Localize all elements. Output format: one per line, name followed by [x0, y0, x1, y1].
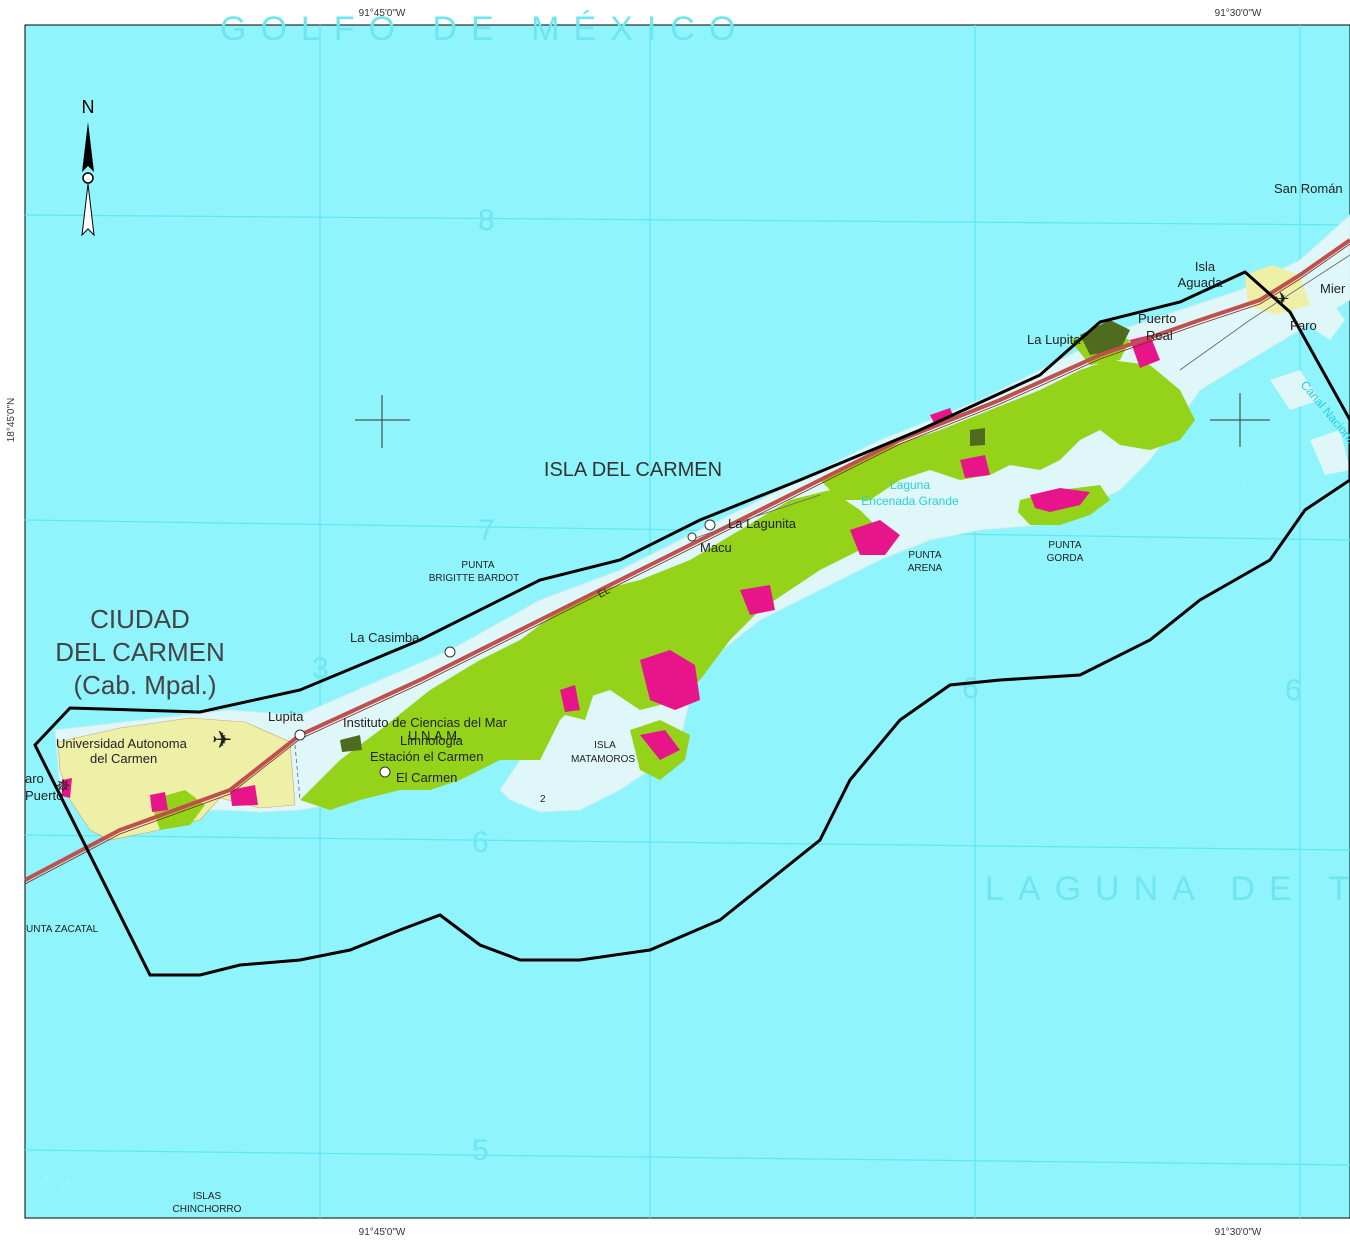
grid-number: 6 — [1285, 674, 1302, 707]
city-name-line2: DEL CARMEN — [55, 637, 225, 667]
longitude-label: 91°30'0"W — [1215, 8, 1262, 19]
laguna-terminos-label: LAGUNA DE TÉRM — [985, 870, 1350, 908]
place-unam-4: Estación el Carmen — [370, 749, 483, 764]
place-puerto-real-2: Real — [1146, 328, 1173, 343]
place-el-carmen: El Carmen — [396, 770, 457, 785]
airport-icon: ✈ — [1274, 289, 1289, 309]
place-unam-2: Instituto de Ciencias del Mar — [343, 715, 508, 730]
grid-number: 5 — [472, 1134, 489, 1167]
grid-number: 6 — [962, 672, 979, 705]
latitude-label: 18°45'0"N — [6, 398, 17, 443]
ghost-marks — [39, 484, 1246, 1191]
place-isla-matamoros-1: ISLA — [594, 740, 616, 751]
graticule-crosses — [355, 393, 1270, 448]
place-san-roman: San Román — [1274, 181, 1343, 196]
grid-number: 8 — [478, 204, 495, 237]
secondary-roads — [294, 254, 1350, 801]
grid-number: 7 — [478, 514, 495, 547]
road-label: EL — [596, 585, 612, 601]
place-punta-zacatal: UNTA ZACATAL — [26, 924, 99, 935]
study-area-boundary — [33, 270, 1350, 977]
place-la-casimba: La Casimba — [350, 630, 420, 645]
place-mier: Mier — [1320, 281, 1346, 296]
gulf-label: GOLFO DE MÉXICO — [220, 10, 749, 48]
place-puerto-real-1: Puerto — [1138, 311, 1176, 326]
highway — [24, 238, 1350, 882]
airport-icon: ✈ — [212, 727, 232, 754]
place-punta-gorda-2: GORDA — [1047, 553, 1084, 564]
place-punta-brigitte-2: BRIGITTE BARDOT — [429, 573, 520, 584]
place-punta-brigitte-1: PUNTA — [461, 560, 494, 571]
place-universidad-1: Universidad Autonoma — [56, 736, 188, 751]
vegetation — [150, 330, 1195, 830]
place-isla-matamoros-2: MATAMOROS — [571, 754, 635, 765]
place-islas-chinchorro-2: CHINCHORRO — [173, 1204, 242, 1215]
highway-edge — [24, 243, 1350, 885]
place-macu: Macu — [700, 540, 732, 555]
grid-lines — [24, 25, 1350, 1218]
place-puerto-west: Puerto — [25, 788, 63, 803]
place-universidad-2: del Carmen — [90, 751, 157, 766]
place-lupita: Lupita — [268, 709, 304, 724]
longitude-label: 91°45'0"W — [359, 8, 406, 19]
place-la-lupita-east: La Lupita — [1027, 332, 1081, 347]
laguna-encenada-line1: Laguna — [890, 478, 930, 492]
place-faro-east: Faro — [1290, 318, 1317, 333]
sandbar-east — [1270, 300, 1350, 475]
city-name-line1: CIUDAD — [90, 604, 190, 634]
place-isla-aguada-1: Isla — [1195, 259, 1216, 274]
longitude-label: 91°45'0"W — [359, 1227, 406, 1238]
north-arrow-icon — [82, 122, 94, 172]
longitude-label: 91°30'0"W — [1215, 1227, 1262, 1238]
place-isla-aguada-2: Aguada — [1178, 275, 1224, 290]
place-unam-1: U.N.A.M. — [408, 728, 461, 743]
place-faro-west: aro — [25, 771, 44, 786]
place-unam-3: Limnologia — [400, 733, 464, 748]
spot-marker: 2 — [540, 794, 546, 805]
place-la-lagunita: La Lagunita — [728, 516, 797, 531]
place-punta-gorda-1: PUNTA — [1048, 540, 1081, 551]
place-punta-arena-2: ARENA — [908, 563, 943, 574]
island-name: ISLA DEL CARMEN — [544, 459, 722, 481]
place-punta-arena-1: PUNTA — [908, 550, 941, 561]
laguna-encenada-line2: Encenada Grande — [861, 494, 959, 508]
north-arrow: N — [81, 97, 95, 237]
grid-number: 6 — [472, 826, 489, 859]
location-markers — [294, 519, 716, 778]
north-label: N — [82, 97, 95, 117]
grid-number: 3 — [312, 652, 329, 685]
magenta-land-use — [62, 335, 1160, 812]
place-islas-chinchorro-1: ISLAS — [193, 1191, 222, 1202]
lighthouse-icon: ✵ — [55, 776, 70, 796]
city-name-line3: (Cab. Mpal.) — [73, 670, 216, 700]
